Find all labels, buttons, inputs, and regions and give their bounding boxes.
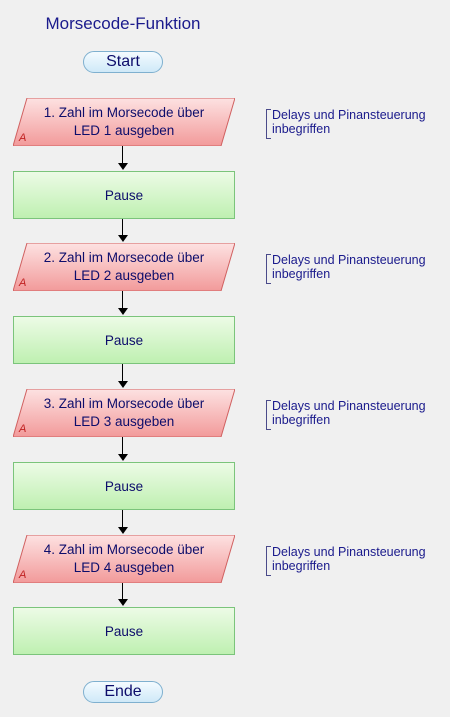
arrow-down-icon — [118, 308, 128, 315]
output-line2: LED 4 ausgeben — [73, 560, 175, 575]
pause-process-2[interactable]: Pause — [13, 316, 235, 364]
comment-line1: Delays und Pinansteuerung — [272, 253, 426, 267]
arrow-down-icon — [118, 599, 128, 606]
comment-bracket — [266, 109, 271, 139]
connector-line — [122, 291, 123, 308]
connector-line — [122, 583, 123, 599]
connector-line — [122, 219, 123, 235]
output-tag-2: A — [19, 277, 27, 289]
comment-line2: inbegriffen — [272, 413, 331, 427]
connector-line — [122, 510, 123, 527]
comment-line2: inbegriffen — [272, 559, 331, 573]
comment-bracket — [266, 400, 271, 430]
output-line1: 4. Zahl im Morsecode über — [43, 542, 205, 557]
pause-process-1[interactable]: Pause — [13, 171, 235, 219]
comment-2: Delays und Pinansteuerung inbegriffen — [266, 253, 450, 284]
connector-line — [122, 364, 123, 381]
output-tag-1: A — [19, 132, 27, 144]
arrow-down-icon — [118, 527, 128, 534]
diagram-title: Morsecode-Funktion — [45, 14, 201, 33]
output-tag-4: A — [19, 569, 27, 581]
comment-line2: inbegriffen — [272, 122, 331, 136]
end-terminal[interactable]: Ende — [83, 681, 163, 703]
start-terminal[interactable]: Start — [83, 51, 163, 73]
comment-line2: inbegriffen — [272, 267, 331, 281]
arrow-down-icon — [118, 235, 128, 242]
output-tag-3: A — [19, 423, 27, 435]
output-line1: 3. Zahl im Morsecode über — [43, 396, 205, 411]
arrow-down-icon — [118, 454, 128, 461]
output-line1: 2. Zahl im Morsecode über — [43, 250, 205, 265]
comment-3: Delays und Pinansteuerung inbegriffen — [266, 399, 450, 430]
arrow-down-icon — [118, 381, 128, 388]
output-shape-3 — [13, 389, 235, 437]
output-line2: LED 1 ausgeben — [73, 123, 175, 138]
comment-line1: Delays und Pinansteuerung — [272, 545, 426, 559]
arrow-down-icon — [118, 163, 128, 170]
comment-line1: Delays und Pinansteuerung — [272, 108, 426, 122]
connector-line — [122, 146, 123, 163]
comment-1: Delays und Pinansteuerung inbegriffen — [266, 108, 450, 139]
output-shape-4 — [13, 535, 235, 583]
comment-4: Delays und Pinansteuerung inbegriffen — [266, 545, 450, 576]
output-shape-1 — [13, 98, 235, 146]
pause-process-4[interactable]: Pause — [13, 607, 235, 655]
comment-bracket — [266, 546, 271, 576]
output-line1: 1. Zahl im Morsecode über — [43, 105, 205, 120]
comment-line1: Delays und Pinansteuerung — [272, 399, 426, 413]
output-shape-2 — [13, 243, 235, 291]
output-line2: LED 3 ausgeben — [73, 414, 175, 429]
connector-line — [122, 437, 123, 454]
comment-bracket — [266, 254, 271, 284]
output-line2: LED 2 ausgeben — [73, 268, 175, 283]
pause-process-3[interactable]: Pause — [13, 462, 235, 510]
